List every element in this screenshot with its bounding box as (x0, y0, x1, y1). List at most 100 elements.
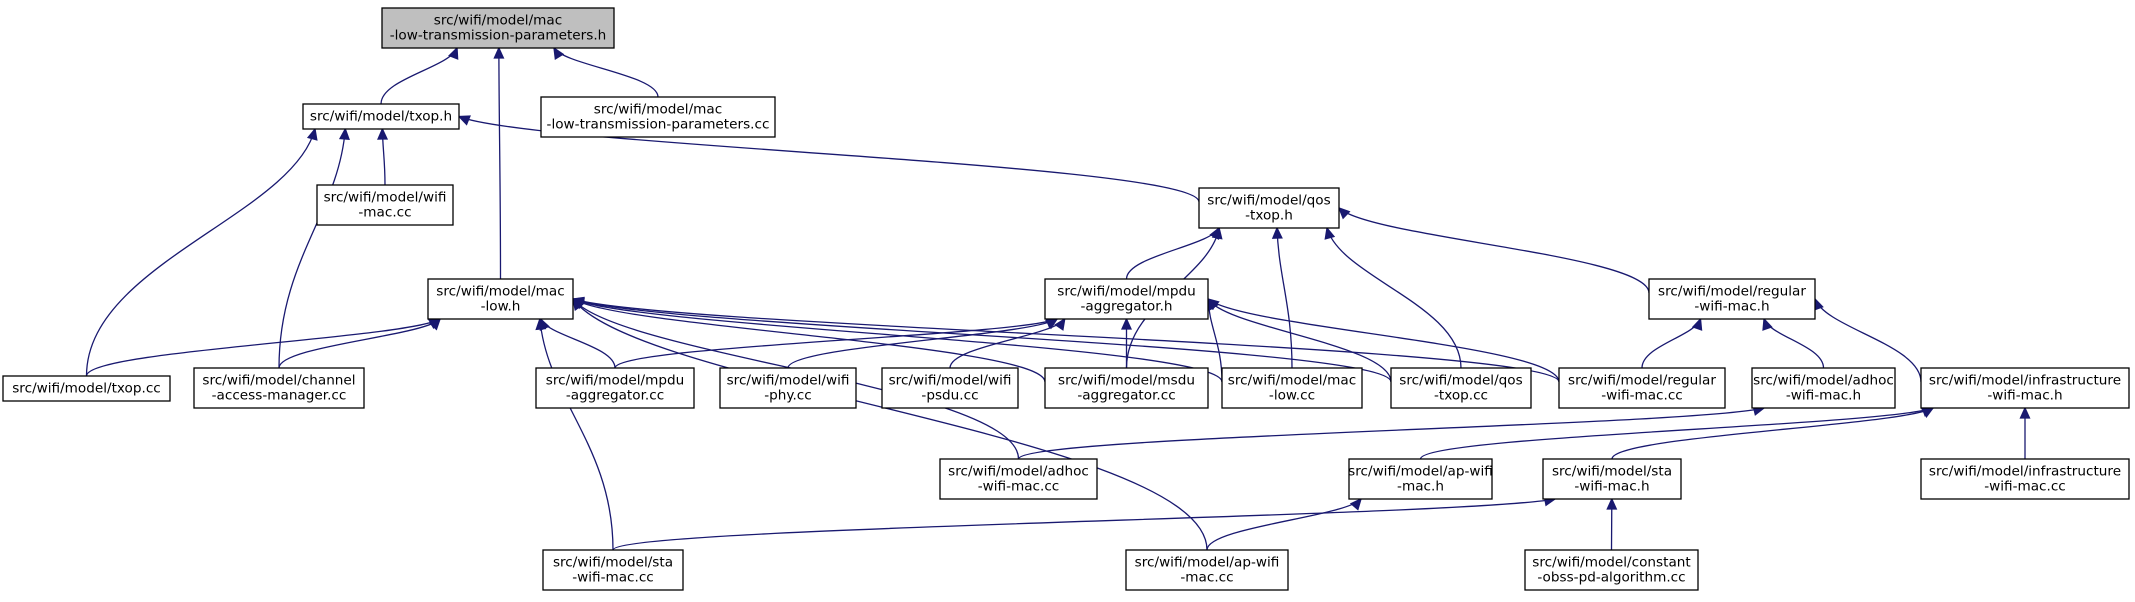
edge-ap_cc-to-ap_h (1207, 499, 1361, 550)
edge-line (1421, 408, 1934, 459)
edge-arrowhead (1763, 319, 1772, 330)
node-cam-cc[interactable]: src/wifi/model/channel-access-manager.cc (194, 368, 364, 408)
edge-arrowhead (1122, 319, 1131, 329)
node-label-line: src/wifi/model/regular (1658, 284, 1806, 300)
node-label-line: -wifi-mac.h (1694, 299, 1769, 315)
edge-arrowhead (1351, 499, 1361, 510)
node-label-line: -wifi-mac.h (1987, 388, 2062, 404)
node-msdu-agg-cc[interactable]: src/wifi/model/msdu-aggregator.cc (1045, 368, 1208, 408)
node-infra-cc[interactable]: src/wifi/model/infrastructure-wifi-mac.c… (1921, 459, 2129, 499)
edge-line (540, 319, 613, 550)
node-obss-cc[interactable]: src/wifi/model/constant-obss-pd-algorith… (1525, 550, 1698, 590)
node-label-line: src/wifi/model/mac (434, 13, 562, 29)
node-label-line: src/wifi/model/constant (1532, 555, 1690, 571)
node-label-line: -mac.h (1397, 479, 1444, 495)
node-mac-low-cc[interactable]: src/wifi/model/mac-low.cc (1222, 368, 1362, 408)
node-label-line: -phy.cc (764, 388, 812, 404)
node-regular-h[interactable]: src/wifi/model/regular-wifi-mac.h (1649, 279, 1815, 319)
node-root[interactable]: src/wifi/model/mac-low-transmission-para… (382, 8, 614, 48)
edge-txop_cc-to-txop_h (87, 129, 317, 376)
node-label-line: src/wifi/model/mpdu (546, 373, 685, 389)
node-label-line: -wifi-mac.cc (1984, 479, 2066, 495)
edge-wifi_psdu_cc-to-mpdu_agg_h (950, 319, 1065, 368)
node-wifi-mac-cc[interactable]: src/wifi/model/wifi-mac.cc (317, 185, 453, 225)
edge-line (950, 319, 1065, 368)
node-label-line: src/wifi/model/mac (594, 102, 722, 118)
node-infra-h[interactable]: src/wifi/model/infrastructure-wifi-mac.h (1921, 368, 2129, 408)
node-qos-txop-h[interactable]: src/wifi/model/qos-txop.h (1199, 188, 1339, 228)
node-mpdu-agg-cc[interactable]: src/wifi/model/mpdu-aggregator.cc (536, 368, 694, 408)
node-adhoc-cc[interactable]: src/wifi/model/adhoc-wifi-mac.cc (940, 459, 1097, 499)
node-label-line: -low.h (481, 299, 521, 315)
node-regular-cc[interactable]: src/wifi/model/regular-wifi-mac.cc (1559, 368, 1725, 408)
node-label-line: -wifi-mac.h (1786, 388, 1861, 404)
edge-line (1127, 228, 1220, 279)
edge-regular_h-to-qos_txop_h (1339, 208, 1649, 293)
edge-msdu_agg_cc-to-mpdu_agg_h (1122, 319, 1131, 368)
node-label-line: src/wifi/model/wifi (324, 190, 447, 206)
node-label-line: src/wifi/model/sta (1552, 464, 1672, 480)
node-mac-low-h[interactable]: src/wifi/model/mac-low.h (428, 279, 573, 319)
edge-cam_cc-to-txop_h (279, 129, 349, 368)
node-label-line: src/wifi/model/qos (1207, 193, 1330, 209)
edge-line (1642, 319, 1701, 368)
node-txop-cc[interactable]: src/wifi/model/txop.cc (3, 376, 170, 401)
node-label-line: -wifi-mac.h (1574, 479, 1649, 495)
node-sta-cc[interactable]: src/wifi/model/sta-wifi-mac.cc (543, 550, 683, 590)
node-label-line: -txop.h (1245, 208, 1293, 224)
edge-arrowhead (1693, 319, 1702, 330)
edge-arrowhead (1273, 228, 1282, 238)
node-label-line: src/wifi/model/channel (202, 373, 355, 389)
node-label-line: src/wifi/model/wifi (727, 373, 850, 389)
node-label-line: src/wifi/model/txop.h (310, 109, 452, 125)
edge-ap_h-to-infra_h (1421, 407, 1934, 459)
edge-arrowhead (1325, 228, 1334, 239)
edge-obss_cc-to-sta_h (1607, 499, 1616, 550)
node-label-line: src/wifi/model/sta (553, 555, 673, 571)
node-label-line: src/wifi/model/ap-wifi (1348, 464, 1493, 480)
node-label-line: -wifi-mac.cc (572, 570, 654, 586)
node-label-line: -aggregator.h (1080, 299, 1172, 315)
node-adhoc-h[interactable]: src/wifi/model/adhoc-wifi-mac.h (1752, 368, 1895, 408)
edge-arrowhead (449, 48, 457, 59)
node-label-line: -obss-pd-algorithm.cc (1537, 570, 1685, 586)
node-txop-h[interactable]: src/wifi/model/txop.h (303, 104, 459, 129)
node-label-line: -txop.cc (1434, 388, 1488, 404)
edge-arrowhead (1607, 499, 1616, 509)
edge-mpdu_agg_cc-to-mac_low_h (540, 319, 615, 368)
node-label-line: -access-manager.cc (212, 388, 347, 404)
node-label-line: src/wifi/model/msdu (1058, 373, 1195, 389)
node-wifi-psdu-cc[interactable]: src/wifi/model/wifi-psdu.cc (882, 368, 1018, 408)
node-label-line: src/wifi/model/mac (436, 284, 564, 300)
edge-mac_low_h-to-root (494, 48, 503, 279)
node-label-line: src/wifi/model/mac (1228, 373, 1356, 389)
node-label-line: src/wifi/model/txop.cc (12, 381, 161, 397)
node-label-line: -low-transmission-parameters.h (390, 28, 607, 44)
node-ap-h[interactable]: src/wifi/model/ap-wifi-mac.h (1348, 459, 1493, 499)
node-label-line: src/wifi/model/infrastructure (1929, 373, 2121, 389)
node-sta-h[interactable]: src/wifi/model/sta-wifi-mac.h (1543, 459, 1681, 499)
node-label-line: src/wifi/model/wifi (889, 373, 1012, 389)
edge-arrowhead (459, 116, 470, 124)
node-label-line: -psdu.cc (921, 388, 978, 404)
node-mltp-cc[interactable]: src/wifi/model/mac-low-transmission-para… (541, 97, 775, 137)
edge-arrowhead (1339, 208, 1349, 218)
edge-sta_cc-to-mac_low_h (536, 319, 613, 550)
node-qos-txop-cc[interactable]: src/wifi/model/qos-txop.cc (1391, 368, 1531, 408)
node-ap-cc[interactable]: src/wifi/model/ap-wifi-mac.cc (1126, 550, 1288, 590)
node-mpdu-agg-h[interactable]: src/wifi/model/mpdu-aggregator.h (1045, 279, 1208, 319)
node-label-line: -mac.cc (358, 205, 411, 221)
node-label-line: -aggregator.cc (566, 388, 664, 404)
edge-qos_txop_cc-to-qos_txop_h (1325, 228, 1461, 368)
node-label-line: src/wifi/model/qos (1399, 373, 1522, 389)
node-label-line: src/wifi/model/mpdu (1057, 284, 1196, 300)
edge-line (554, 48, 658, 97)
edge-arrowhead (1055, 319, 1064, 330)
node-wifi-phy-cc[interactable]: src/wifi/model/wifi-phy.cc (720, 368, 856, 408)
node-label-line: -low.cc (1269, 388, 1315, 404)
edge-mpdu_agg_h-to-qos_txop_h (1127, 228, 1220, 279)
edge-line (279, 129, 345, 368)
edge-wifi_mac_cc-to-txop_h (378, 129, 387, 185)
node-label-line: src/wifi/model/regular (1568, 373, 1716, 389)
